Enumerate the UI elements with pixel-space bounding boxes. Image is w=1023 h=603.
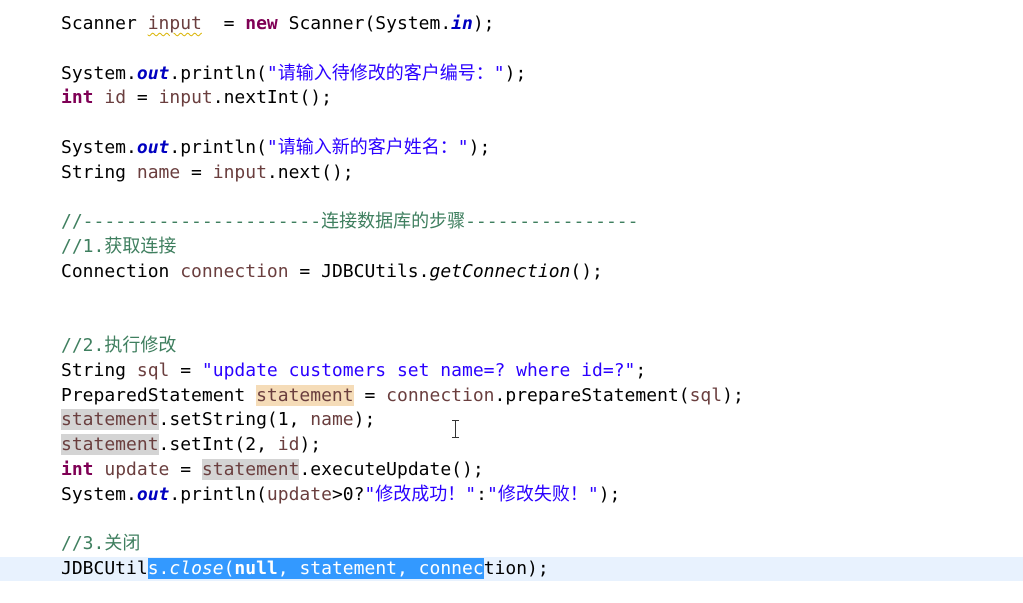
code-token: JDBCUtil: [61, 558, 148, 579]
code-token: System.: [61, 484, 137, 505]
code-line[interactable]: System.out.println("请输入待修改的客户编号：");: [0, 62, 1023, 86]
code-token: close: [169, 558, 224, 579]
code-token: , statement, connec: [277, 558, 484, 579]
code-token: "update customers set name=? where id=?": [201, 360, 636, 381]
code-line[interactable]: statement.setInt(2, id);: [0, 433, 1023, 457]
occurrence-highlight: statement: [201, 459, 300, 480]
code-token: tion);: [483, 558, 549, 579]
code-comment: //2.执行修改: [61, 335, 177, 356]
code-token: input: [212, 162, 267, 183]
code-token: input: [158, 87, 213, 108]
code-token: );: [353, 409, 376, 430]
code-comment: //1.获取连接: [61, 236, 177, 257]
code-token: Connection: [61, 261, 181, 282]
code-token: "修改成功！": [364, 484, 477, 505]
code-token: =: [169, 360, 202, 381]
code-token: );: [504, 63, 527, 84]
code-line[interactable]: String name = input.next();: [0, 161, 1023, 185]
code-token: String: [61, 360, 137, 381]
code-line[interactable]: System.out.println(update>0?"修改成功！":"修改失…: [0, 483, 1023, 507]
code-token: update: [104, 459, 170, 480]
code-token: connection: [386, 385, 495, 406]
code-token: connection: [180, 261, 289, 282]
code-token: =: [201, 13, 246, 34]
code-token: s.: [147, 558, 170, 579]
code-token: ();: [570, 261, 603, 282]
code-token: out: [136, 63, 170, 84]
current-code-line[interactable]: JDBCUtils.close(null, statement, connect…: [0, 557, 1023, 581]
code-token: sql: [136, 360, 170, 381]
code-token: System.: [61, 137, 137, 158]
code-token: .setInt(2,: [158, 434, 278, 455]
code-token: );: [299, 434, 322, 455]
code-token: [94, 87, 105, 108]
code-token: name: [136, 162, 181, 183]
code-line[interactable]: String sql = "update customers set name=…: [0, 359, 1023, 383]
code-token: getConnection: [429, 261, 571, 282]
code-line[interactable]: Scanner input = new Scanner(System.in);: [0, 12, 1023, 36]
code-token: int: [61, 459, 94, 480]
code-token: .println(: [169, 137, 267, 158]
code-token: .prepareStatement(: [494, 385, 690, 406]
code-token: .next();: [266, 162, 354, 183]
code-token: = JDBCUtils.: [288, 261, 430, 282]
occurrence-highlight: statement: [61, 434, 159, 455]
code-line[interactable]: //----------------------连接数据库的步骤--------…: [0, 210, 1023, 234]
code-token: in: [451, 13, 473, 34]
code-token: );: [472, 13, 495, 34]
code-token: :: [476, 484, 487, 505]
code-token: out: [136, 484, 170, 505]
code-token: .nextInt();: [212, 87, 332, 108]
code-token: PreparedStatement: [61, 385, 257, 406]
code-token: null: [234, 558, 278, 579]
code-token: );: [598, 484, 621, 505]
code-token: update: [266, 484, 332, 505]
occurrence-highlight: statement: [61, 409, 159, 430]
code-token: ;: [635, 360, 647, 381]
code-token: =: [169, 459, 202, 480]
occurrence-highlight: statement: [256, 385, 354, 406]
code-token: .setString(1,: [158, 409, 311, 430]
code-token: =: [126, 87, 159, 108]
code-token: id: [104, 87, 127, 108]
code-token: int: [61, 87, 94, 108]
code-token: );: [722, 385, 744, 406]
text-cursor-icon: [451, 419, 461, 439]
code-line[interactable]: System.out.println("请输入新的客户姓名：");: [0, 136, 1023, 160]
code-token: .executeUpdate();: [299, 459, 484, 480]
code-comment: //3.关闭: [61, 533, 141, 554]
code-token: "请输入新的客户姓名：": [266, 137, 469, 158]
code-token: sql: [689, 385, 723, 406]
code-line[interactable]: //2.执行修改: [0, 334, 1023, 358]
code-token: .println(: [169, 484, 267, 505]
code-token: input: [147, 13, 202, 34]
code-token: =: [180, 162, 213, 183]
code-line[interactable]: statement.setString(1, name);: [0, 408, 1023, 432]
code-token: (: [223, 558, 235, 579]
code-token: "修改失败！": [487, 484, 599, 505]
text-selection[interactable]: s.close(null, statement, connec: [147, 558, 484, 579]
code-token: Scanner(System.: [277, 13, 452, 34]
code-comment: //----------------------连接数据库的步骤--------…: [61, 211, 639, 232]
code-token: name: [310, 409, 354, 430]
code-token: >0?: [331, 484, 365, 505]
code-line[interactable]: //1.获取连接: [0, 235, 1023, 259]
code-token: "请输入待修改的客户编号：": [266, 63, 505, 84]
code-line[interactable]: int update = statement.executeUpdate();: [0, 458, 1023, 482]
code-token: out: [136, 137, 170, 158]
code-token: .println(: [169, 63, 267, 84]
code-token: String: [61, 162, 137, 183]
code-token: );: [468, 137, 491, 158]
code-token: =: [353, 385, 387, 406]
code-line[interactable]: PreparedStatement statement = connection…: [0, 384, 1023, 408]
code-token: id: [277, 434, 300, 455]
code-token: [94, 459, 105, 480]
code-line[interactable]: int id = input.nextInt();: [0, 86, 1023, 110]
code-line[interactable]: //3.关闭: [0, 532, 1023, 556]
code-token: Scanner: [61, 13, 148, 34]
code-line[interactable]: Connection connection = JDBCUtils.getCon…: [0, 260, 1023, 284]
code-token: new: [245, 13, 278, 34]
code-token: System.: [61, 63, 137, 84]
